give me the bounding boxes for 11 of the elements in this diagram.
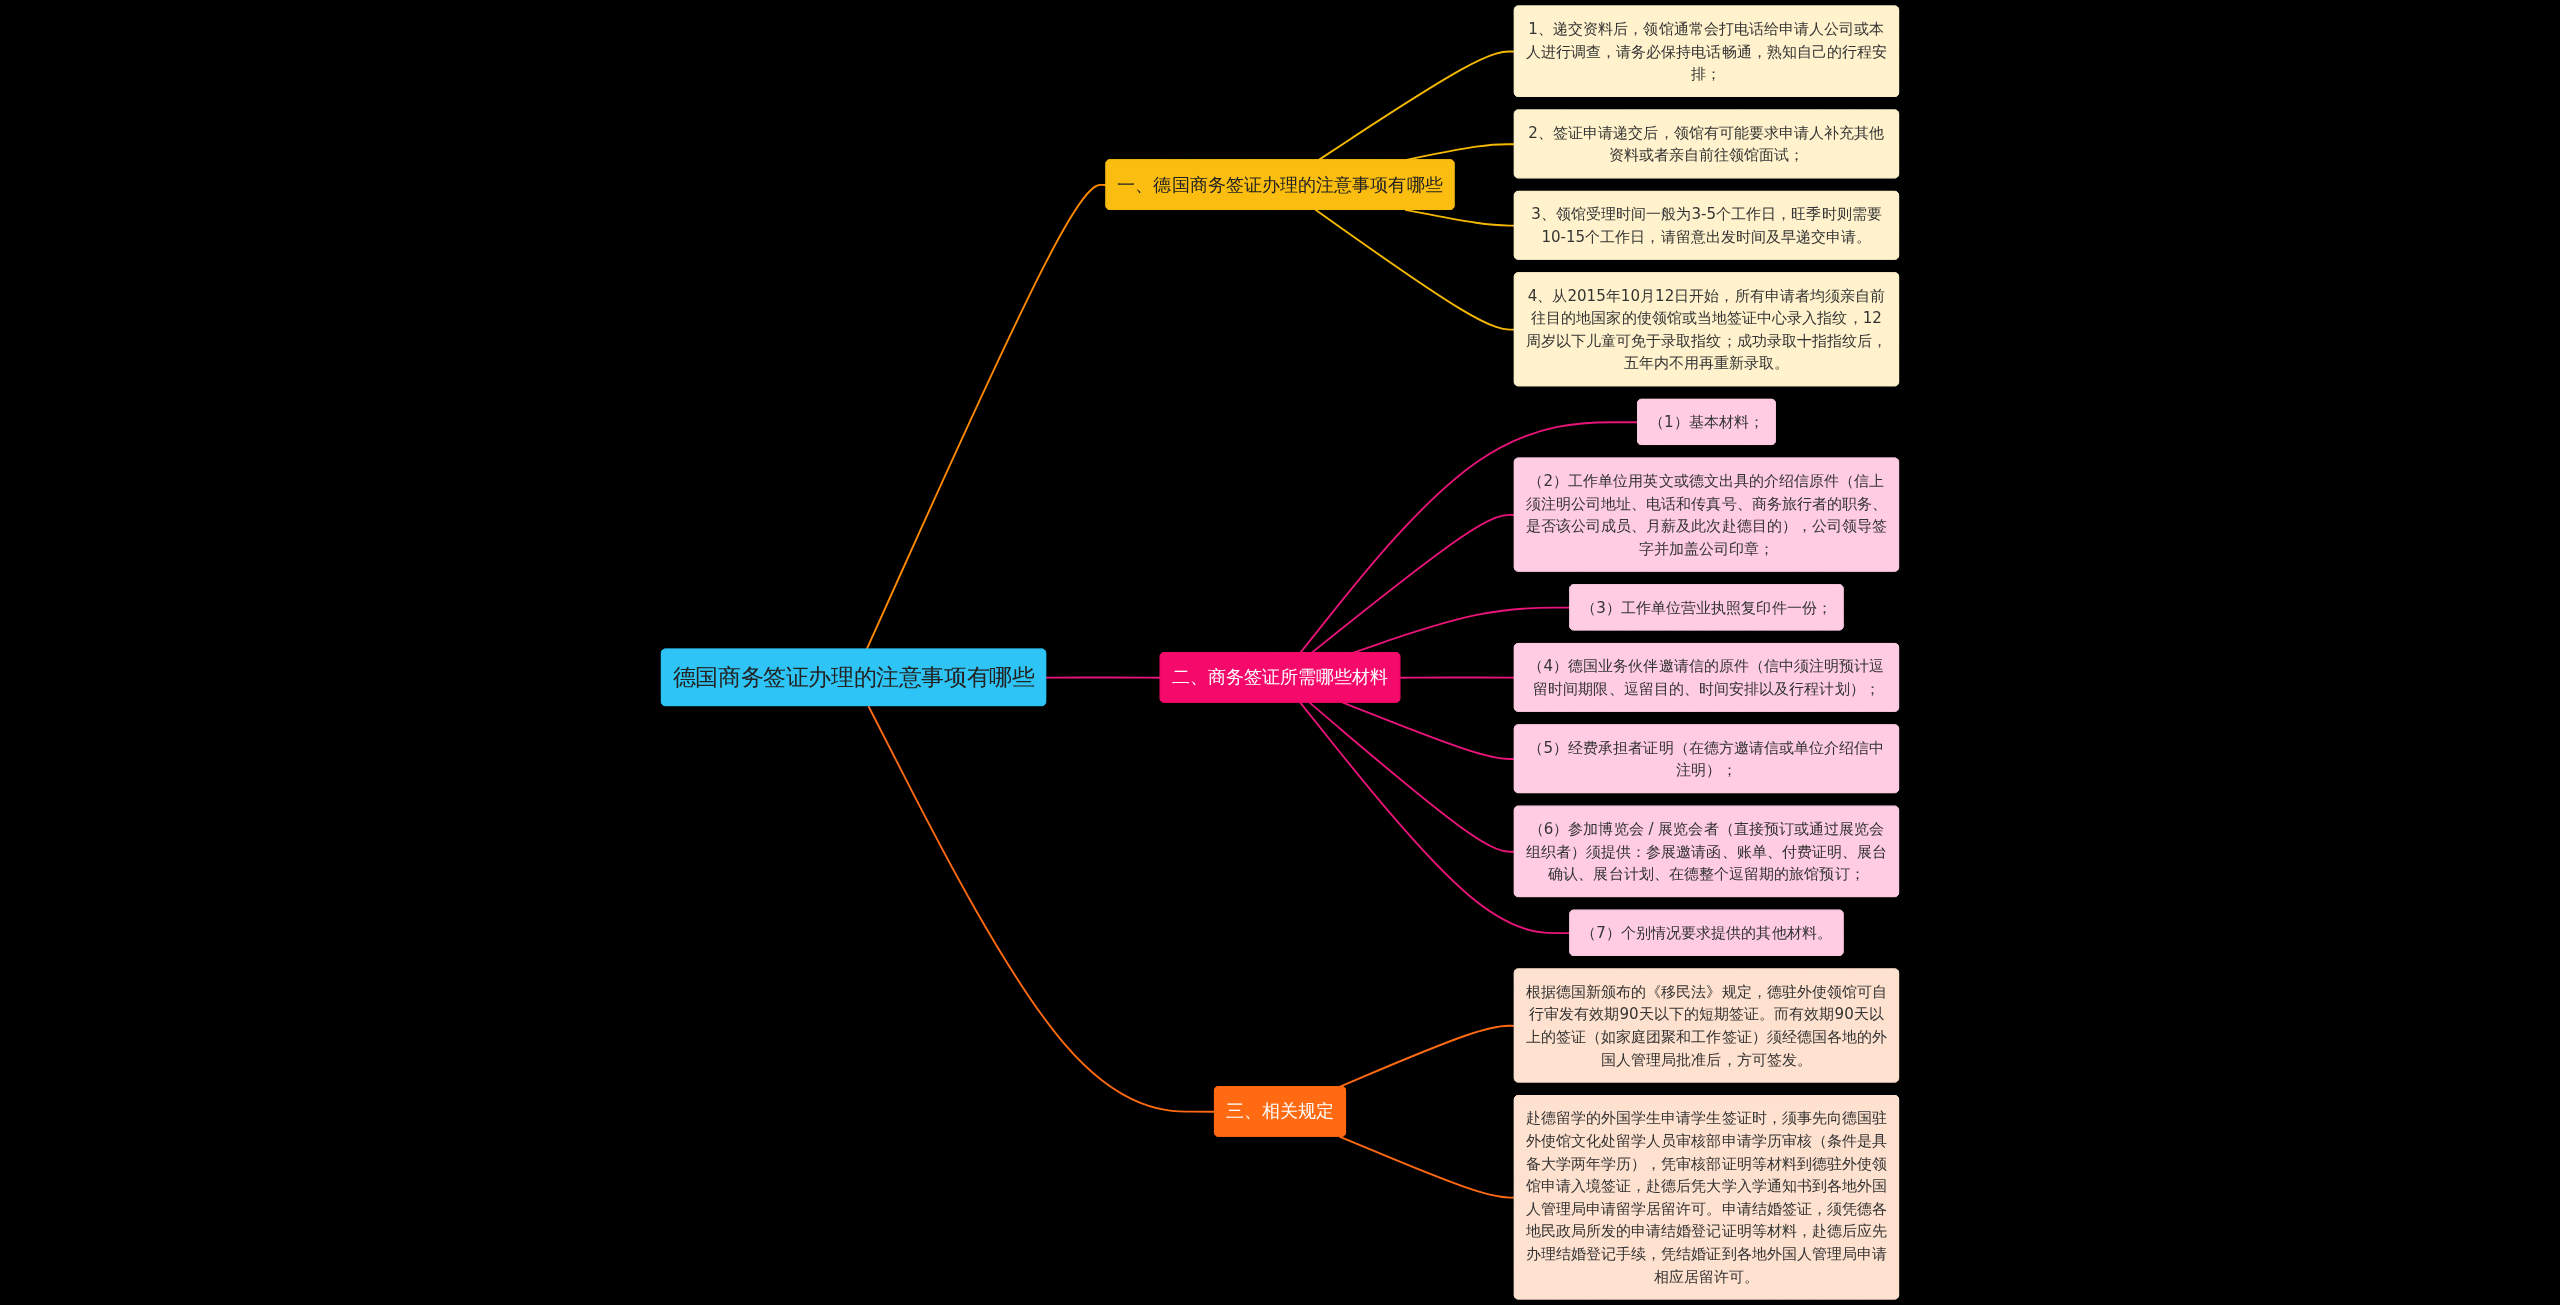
- connector: [1310, 514, 1516, 654]
- connector: [1299, 421, 1639, 654]
- connector: [1338, 1135, 1516, 1199]
- connector: [1314, 208, 1516, 331]
- connector: [1338, 1024, 1516, 1088]
- connector: [1399, 676, 1516, 679]
- connector: [1045, 676, 1162, 679]
- connector: [1341, 701, 1516, 761]
- connector: [1308, 701, 1516, 853]
- connector: [867, 705, 1216, 1113]
- connector: [1404, 208, 1516, 227]
